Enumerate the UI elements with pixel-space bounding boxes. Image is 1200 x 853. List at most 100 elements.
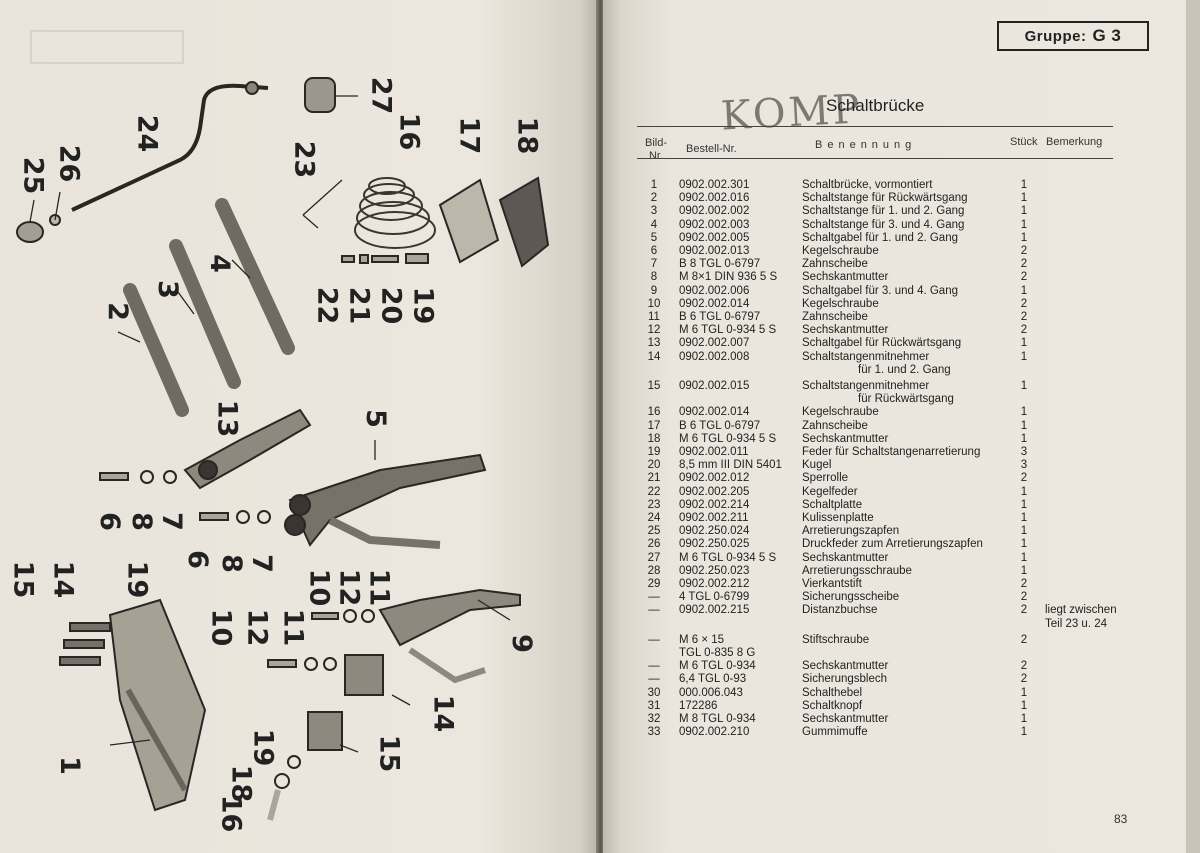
cell-bestell-nr: 0902.002.301 [679,179,750,191]
cell-bestell-nr: 0902.002.006 [679,284,750,297]
cell-bestell-nr: M 6 TGL 0-934 5 S [679,432,777,445]
cell-bestell-nr: 0902.250.024 [679,525,750,538]
cell-bild-nr: 18 [647,432,661,445]
cell-stueck: 2 [1020,311,1028,323]
cell-bild-nr: 4 [650,218,658,231]
cell-bild-nr: 5 [650,231,658,244]
cell-stueck: 2 [1020,472,1028,485]
cell-bestell-nr: 0902.002.215 [679,604,750,617]
cell-bestell-nr: M 6 TGL 0-934 5 S [679,551,777,564]
cell-benennung: Arretierungszapfen [802,525,900,538]
cell-benennung: Sicherungsblech [802,673,888,686]
cell-benennung: Arretierungsschraube [802,564,912,577]
callout-12a: 12 [333,568,365,607]
shift-rod-3 [169,239,241,389]
cell-benennung: Druckfeder zum Arretierungszapfen [802,538,983,551]
cell-bild-nr: — [648,633,660,646]
callout-32: 26 [53,144,85,183]
cell-bestell-nr: M 6 TGL 0-934 [679,660,756,673]
cell-bild-nr: 16 [647,406,661,419]
cell-bild-nr: 3 [650,205,658,218]
shift-bridge-part [108,598,207,812]
cell-stueck: 1 [1020,350,1028,363]
cell-benennung: Vierkantstift [802,578,862,590]
cell-bild-nr: 32 [647,713,661,725]
cell-stueck: 1 [1020,231,1028,244]
table-row: für Rückwärtsgang [603,393,1200,406]
cell-bild-nr: 19 [647,446,661,458]
shift-lever-rod [71,83,269,212]
cell-bestell-nr: 0902.002.214 [679,498,750,511]
callout-13: 13 [211,399,243,438]
cell-benennung: Sechskantmutter [802,432,889,445]
callout-22: 16 [393,112,425,151]
cell-bild-nr: 33 [647,726,661,739]
callout-21: 15 [7,560,39,599]
cell-benennung: Zahnscheibe [802,419,868,432]
cell-bestell-nr: 0902.002.012 [679,472,750,485]
cell-bild-nr: 27 [647,551,661,564]
cell-stueck: 1 [1020,713,1028,725]
rubber-sleeve-part [304,77,336,113]
cell-stueck: 2 [1020,271,1028,284]
cell-stueck: 1 [1020,564,1028,577]
cell-benennung: Kegelschraube [802,245,879,257]
cell-benennung: Kegelschraube [802,297,879,310]
cell-stueck: 2 [1020,578,1028,590]
cell-bild-nr: 2 [650,192,658,205]
header-stueck: Stück [1010,136,1038,148]
callout-11b: 11 [277,608,309,647]
cell-stueck: 3 [1020,459,1028,472]
cell-bild-nr: — [648,591,660,604]
cell-bild-nr: 23 [647,498,661,511]
cell-bild-nr: 21 [647,472,661,485]
group-label-box: Gruppe: G 3 [997,21,1149,51]
callout-1: 1 [53,756,85,775]
callout-16: 16 [215,794,247,833]
callout-4: 4 [203,254,235,273]
callout-8a: 8 [125,512,157,531]
cell-stueck: 2 [1020,591,1028,604]
cell-stueck: 1 [1020,380,1028,392]
header-bestell-nr: Bestell-Nr. [686,143,737,155]
callout-25: 19 [407,286,439,325]
cell-bild-nr: 1 [650,179,658,191]
cell-benennung: Schalthebel [802,686,863,699]
cell-benennung: Schaltgabel für 1. und 2. Gang [802,231,958,244]
callout-2: 2 [101,302,133,321]
callout-20: 14 [47,560,79,599]
cell-stueck: 1 [1020,726,1028,739]
cell-bestell-nr: 6,4 TGL 0-93 [679,673,747,686]
cell-stueck: 1 [1020,699,1028,712]
cell-stueck: 1 [1020,512,1028,524]
cell-bestell-nr: M 8×1 DIN 936 5 S [679,271,778,284]
cell-bestell-nr: 0902.002.015 [679,380,750,392]
cell-stueck: 1 [1020,218,1028,231]
cone-spring-part [354,177,436,249]
cell-bild-nr: 12 [647,324,661,337]
cell-bestell-nr: 0902.002.211 [679,512,749,524]
header-bemerkung: Bemerkung [1046,136,1103,148]
callout-28: 22 [311,286,343,325]
